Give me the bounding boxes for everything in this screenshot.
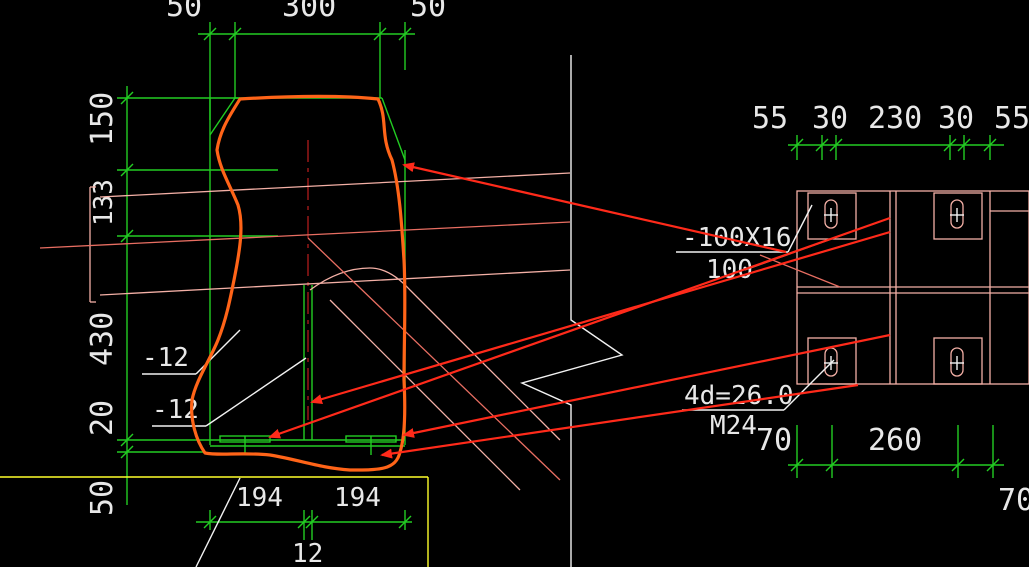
beam-lines [39,172,571,491]
arrowhead-icon [402,162,787,254]
top-dim-text: 50 [166,0,202,24]
right-bottom-dim-text: 70 [998,483,1029,518]
side-dim-text: 20 [85,400,120,436]
bolt-count-label: 4d=26.0 [684,381,794,411]
foundation-edge [0,476,429,567]
bottom-dim-text: 194 [236,483,283,513]
plate-thickness-labels: -12 -12 [142,329,307,427]
right-top-dim-text: 230 [868,101,922,136]
right-plan-view: 55 30 230 30 55 [676,101,1029,518]
right-top-dim-text: 30 [938,101,974,136]
bottom-dim-text: 194 [334,483,381,513]
side-dim-text: 133 [89,179,119,226]
right-bottom-dim-text: 260 [868,423,922,458]
break-line-icon [519,55,624,567]
arrowhead-icon [310,230,891,404]
right-top-dim-text: 30 [812,101,848,136]
arrowhead-icon [380,383,859,459]
left-bottom-dimension: 194 194 12 [195,477,412,567]
bolt-callout: 4d=26.0 M24 [682,359,835,441]
side-dim-text: 50 [85,480,120,516]
stiffener-bracket [89,186,96,303]
right-top-dim-text: 55 [994,101,1029,136]
side-dim-text: 150 [85,92,120,146]
plate-callout: -100X16 100 [676,204,813,285]
top-dim-text: 50 [410,0,446,24]
revision-cloud [190,94,407,472]
markup-arrows [268,162,891,459]
arrowhead-icon [402,333,891,438]
left-top-dimension: 50 300 50 [166,0,446,120]
left-side-dimension: 150 133 430 20 50 [85,86,278,516]
right-bottom-dimension: 70 260 70 [756,423,1029,518]
right-top-dim-text: 55 [752,101,788,136]
right-top-dimension: 55 30 230 30 55 [752,101,1029,160]
plate-label: -12 [142,343,189,373]
left-section-view: 50 300 50 150 133 430 [0,0,571,567]
right-bottom-dim-text: 70 [756,423,792,458]
bolt-spec-label: M24 [710,411,757,441]
top-dim-text: 300 [282,0,336,24]
side-dim-text: 430 [85,312,120,366]
arrowhead-icon [268,216,891,439]
bottom-dim-text: 12 [292,539,323,567]
